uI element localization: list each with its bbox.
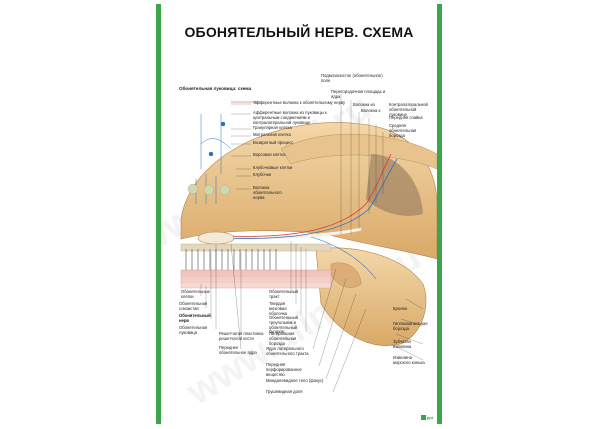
bulb-inset-glomeruli	[187, 183, 231, 196]
left-bottom-label: Решетчатая пластинка решетчатой кости	[219, 331, 264, 341]
right-bottom-label: Извилина морского конька	[393, 355, 425, 365]
right-top-label: Средняя обонятельная борозда	[389, 123, 417, 138]
inset-label: Эфферентные волокна к обонятельному нерв…	[253, 100, 346, 105]
right-bottom-label: Крючок	[393, 306, 408, 311]
brand-text: ppt	[426, 414, 433, 420]
inset-label: Клубочковые клетки	[253, 165, 293, 170]
bottom-label: Ядро латерального обонятельного тракта	[266, 346, 309, 356]
septal-area	[366, 154, 423, 216]
right-top-label: Волокна из	[353, 102, 375, 107]
olfactory-mucosa	[180, 269, 332, 289]
left-bottom-label: Обонятельные клетки	[181, 289, 210, 299]
left-bottom-label: Переднее обонятельное ядро	[219, 345, 257, 355]
cribriform-plate	[180, 243, 332, 252]
inset-label: Афферентные волокна из луковицы к центра…	[253, 110, 327, 125]
uncus	[330, 262, 362, 288]
brand-logo-icon	[420, 415, 426, 420]
inset-label: Клубочки	[253, 172, 272, 177]
bottom-label: Миндалевидное тело (фокус)	[266, 378, 324, 383]
inset-label: Волокна обонятельного нерва	[253, 185, 282, 200]
inset-label: Возвратный процесс	[253, 140, 294, 145]
tract-fiber-red	[220, 153, 392, 237]
bottom-label: Грушевидная доля	[266, 389, 303, 394]
inset-label: Ворсовая клетка	[253, 152, 286, 157]
center-bottom-label: Обонятельный треугольник и обонятельный …	[269, 315, 298, 335]
center-bottom-label: Твердая мозговая оболочка	[269, 301, 288, 316]
bottom-label: Передняя перфорированное вещество	[266, 362, 302, 377]
brand-mark: ppt	[420, 414, 433, 420]
right-bottom-label: Гиппокампальная борозда	[393, 321, 428, 331]
right-top-label: Контралатеральной обонятельной луковице	[389, 102, 428, 117]
right-bottom-label: Зубчатая извилина	[393, 339, 412, 349]
olfactory-illustration	[180, 94, 437, 393]
left-bottom-label: Обонятельная луковица	[179, 325, 208, 335]
bulb-inset-schematic	[195, 114, 232, 204]
inset-label: Митральная клетка	[253, 132, 291, 137]
poster: www.alimed.ru www.alimed.ru ОБОНЯТЕЛЬНЫЙ…	[156, 4, 442, 424]
tract-fiber-blue	[222, 158, 398, 239]
olfactory-bulb	[197, 231, 235, 245]
leader-lines	[200, 94, 424, 393]
olfactory-tract	[220, 227, 362, 240]
center-bottom-label: Обонятельный тракт	[269, 289, 298, 299]
tract-fiber-lateral	[310, 236, 377, 280]
olfactory-nerve-fibers	[185, 249, 277, 272]
poster-title: ОБОНЯТЕЛЬНЫЙ НЕРВ. СХЕМА	[184, 24, 414, 40]
left-bottom-label: Обонятельная слизистая	[179, 301, 208, 311]
right-top-label: Волокна к	[361, 108, 381, 113]
left-bottom-label: Обонятельный нерв	[179, 313, 211, 323]
right-top-label: Подмозолистое (обонятельное) поле	[321, 73, 383, 83]
right-top-label: Перегородочная площадь и ядра	[331, 89, 386, 99]
inset-title: Обонятельная луковица: схема	[179, 86, 252, 91]
center-bottom-label: Латеральная обонятельная борозда	[269, 331, 297, 346]
inset-label: Гранулярная клетка	[253, 125, 292, 130]
right-top-label: Передняя спайка	[389, 115, 423, 120]
